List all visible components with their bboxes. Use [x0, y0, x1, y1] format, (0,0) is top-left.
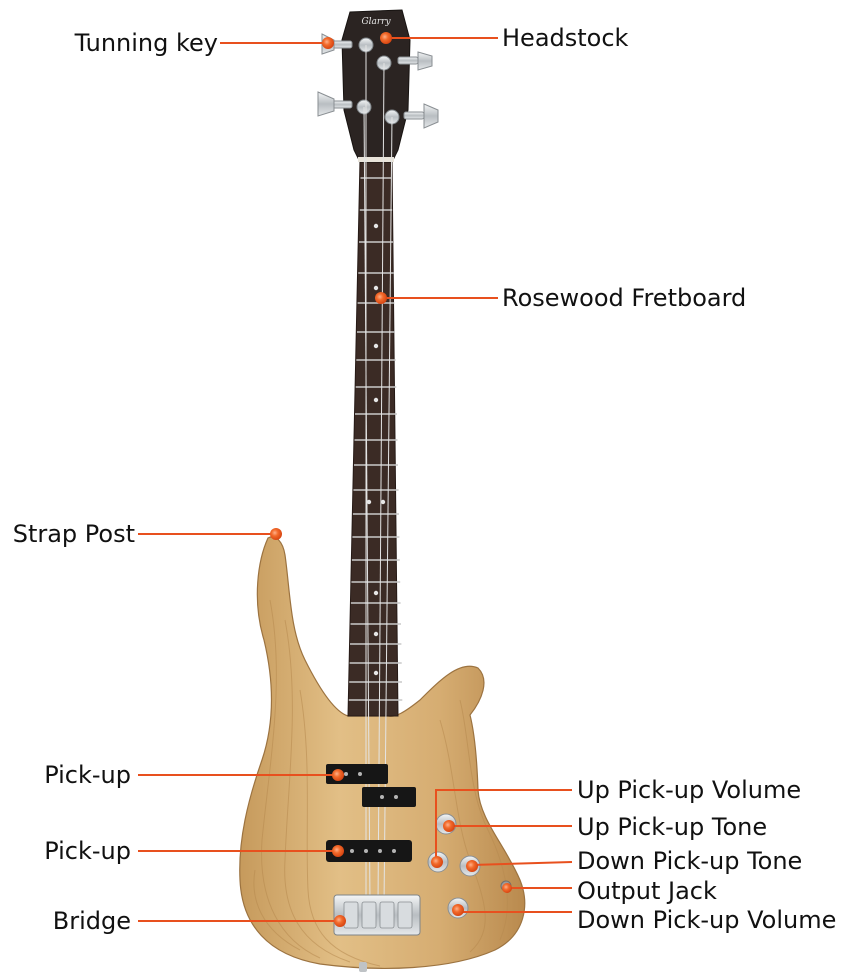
brand-logo: Glarry	[361, 17, 391, 27]
marker-pickup-lower	[332, 845, 344, 857]
label-tuning-key: Tunning key	[74, 29, 218, 57]
marker-output-jack	[502, 883, 512, 893]
marker-up-pickup-tone	[443, 820, 455, 832]
label-pickup-upper: Pick-up	[44, 761, 131, 789]
callout-rosewood-fretboard: Rosewood Fretboard	[375, 284, 746, 312]
nut	[358, 157, 394, 162]
label-down-pickup-tone: Down Pick-up Tone	[577, 847, 802, 875]
guitar-body	[239, 536, 526, 969]
marker-pickup-upper	[332, 769, 344, 781]
callout-down-pickup-volume: Down Pick-up Volume	[452, 904, 836, 934]
callout-pickup-upper: Pick-up	[44, 761, 344, 789]
label-output-jack: Output Jack	[577, 877, 717, 905]
callout-pickup-lower: Pick-up	[44, 837, 344, 865]
marker-strap-post	[270, 528, 282, 540]
callout-headstock: Headstock	[380, 24, 629, 52]
marker-rosewood-fretboard	[375, 292, 387, 304]
callout-down-pickup-tone: Down Pick-up Tone	[466, 847, 802, 875]
label-bridge: Bridge	[53, 907, 131, 935]
bridge-hardware	[333, 894, 421, 936]
marker-down-pickup-volume	[452, 904, 464, 916]
callout-tuning-key: Tunning key	[74, 29, 334, 57]
label-headstock: Headstock	[502, 24, 629, 52]
marker-headstock	[380, 32, 392, 44]
pickup-lower	[326, 840, 412, 862]
label-up-pickup-volume: Up Pick-up Volume	[577, 776, 801, 804]
callout-up-pickup-tone: Up Pick-up Tone	[443, 813, 767, 841]
headstock-shape	[341, 9, 411, 163]
label-strap-post: Strap Post	[13, 520, 135, 548]
guitar: Glarry	[239, 9, 526, 972]
label-up-pickup-tone: Up Pick-up Tone	[577, 813, 767, 841]
callouts: Tunning key Headstock Rosewood Fretboard…	[13, 24, 837, 935]
label-rosewood-fretboard: Rosewood Fretboard	[502, 284, 746, 312]
callout-strap-post: Strap Post	[13, 520, 282, 548]
marker-down-pickup-tone	[466, 860, 478, 872]
fret-inlays	[366, 223, 386, 676]
label-pickup-lower: Pick-up	[44, 837, 131, 865]
bottom-strap-pin	[359, 962, 367, 972]
callout-up-pickup-volume: Up Pick-up Volume	[431, 776, 801, 868]
callout-output-jack: Output Jack	[502, 877, 717, 905]
label-down-pickup-volume: Down Pick-up Volume	[577, 906, 836, 934]
marker-bridge	[334, 915, 346, 927]
marker-tuning-key	[322, 37, 334, 49]
callout-bridge: Bridge	[53, 907, 346, 935]
marker-up-pickup-volume	[431, 856, 443, 868]
